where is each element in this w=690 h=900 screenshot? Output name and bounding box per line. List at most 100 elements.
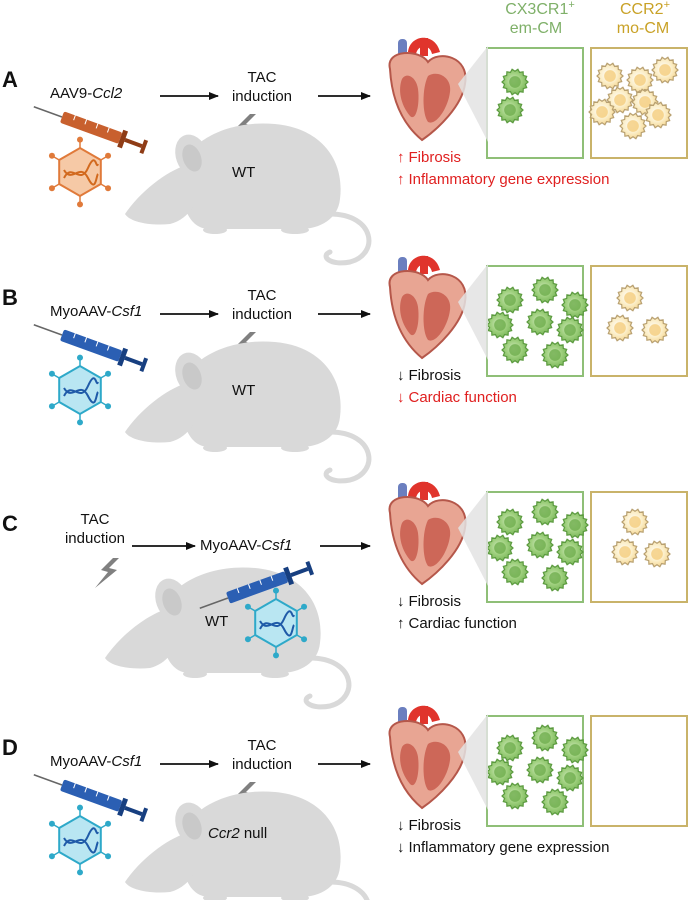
syringe-icon [33,106,149,155]
legend-mo-sup: + [664,0,670,11]
step2-line1: TAC [248,287,277,304]
heart-icon [388,37,488,142]
outcome-1: ↑Fibrosis [397,149,461,166]
outcome-1: ↓Fibrosis [397,817,461,834]
em-cm-cell [501,782,529,810]
step2-line2: induction [232,756,292,773]
panel-letter: C [2,511,18,536]
em-cm-cell [526,308,554,336]
em-cm-cell [501,558,529,586]
step1-label: AAV9-Ccl2 [50,85,123,102]
em-cm-cell [501,68,529,96]
lightning-icon [95,558,119,588]
outcome-2: ↑Cardiac function [397,615,517,632]
outcome-1: ↓Fibrosis [397,593,461,610]
em-cm-cell [496,96,524,124]
mo-cm-cell [626,66,654,94]
mo-cm-box [590,491,688,603]
mo-cm-box [590,47,688,159]
mo-cm-cell [588,98,616,126]
mo-cm-cell [644,101,672,129]
legend-mo-cm: CCR2+ mo-CM [617,0,670,37]
outcome-1: ↓Fibrosis [397,367,461,384]
em-cm-cell [496,734,524,762]
syringe-icon [33,774,149,823]
legend-em-line2: em-CM [510,20,562,37]
legend-mo-line1: CCR2 [620,1,664,18]
em-cm-cell [561,291,589,319]
step1-label: MyoAAV-Csf1 [50,753,142,770]
mo-cm-cell [641,316,669,344]
step2-line1: TAC [248,69,277,86]
step1-line1: TAC [81,511,110,528]
em-cm-cell [531,498,559,526]
outcome-2: ↓Inflammatory gene expression [397,839,609,856]
mo-cm-cell [619,112,647,140]
em-cm-cell [531,276,559,304]
panel-letter: D [2,735,18,760]
virus-icon [48,804,112,876]
heart-icon [388,255,488,360]
step2-line2: induction [232,306,292,323]
mo-cm-cell [611,538,639,566]
virus-icon [244,587,308,659]
mo-cm-cell [606,314,634,342]
em-cm-cell [556,538,584,566]
outcome-2: ↑Inflammatory gene expression [397,171,609,188]
mo-cm-cell [596,62,624,90]
mouse-label: WT [205,613,228,630]
syringe-icon [199,560,315,609]
em-cm-cell [486,534,514,562]
heart-icon [388,705,488,810]
em-cm-cell [556,764,584,792]
em-cm-cell [541,788,569,816]
mo-cm-cell [616,284,644,312]
mouse-label: Ccr2 null [208,825,267,842]
step1-line2: induction [65,530,125,547]
legend-em-cm: CX3CR1+ em-CM [505,0,575,37]
legend-em-sup: + [568,0,574,11]
em-cm-cell [556,316,584,344]
step1-label: MyoAAV-Csf1 [50,303,142,320]
panel-letter: A [2,67,18,92]
lightning-icon [232,782,256,812]
mouse-icon [105,567,352,710]
step2-line1: TAC [248,737,277,754]
svg-text:CX3CR1+: CX3CR1+ [505,0,575,18]
panels: AAAV9-Ccl2TACinductionWT↑Fibrosis↑Inflam… [2,37,688,900]
mo-cm-box [590,715,688,827]
em-cm-cell [486,311,514,339]
svg-text:CCR2+: CCR2+ [620,0,670,18]
legend-em-line1: CX3CR1 [505,1,568,18]
mo-cm-cell [621,508,649,536]
mouse-label: WT [232,164,255,181]
em-cm-cell [541,564,569,592]
mouse-icon [125,791,370,900]
virus-icon [48,354,112,426]
panel-a: AAAV9-Ccl2TACinductionWT↑Fibrosis↑Inflam… [2,37,688,266]
em-cm-cell [496,508,524,536]
step2-label: MyoAAV-Csf1 [200,537,292,554]
panel-b: BMyoAAV-Csf1TACinductionWT↓Fibrosis↓Card… [2,255,688,484]
panel-letter: B [2,285,18,310]
mo-cm-box [590,265,688,377]
syringe-icon [33,324,149,373]
em-cm-cell [526,756,554,784]
em-cm-cell [496,286,524,314]
legend-mo-line2: mo-CM [617,20,669,37]
em-cm-cell [541,341,569,369]
mouse-icon [125,123,372,266]
mo-cm-cell [643,540,671,568]
em-cm-cell [486,758,514,786]
heart-icon [388,481,488,586]
lightning-icon [232,114,256,144]
mo-cm-cell [651,56,679,84]
em-cm-cell [501,336,529,364]
em-cm-cell [561,511,589,539]
lightning-icon [232,332,256,362]
em-cm-cell [531,724,559,752]
em-cm-cell [561,736,589,764]
